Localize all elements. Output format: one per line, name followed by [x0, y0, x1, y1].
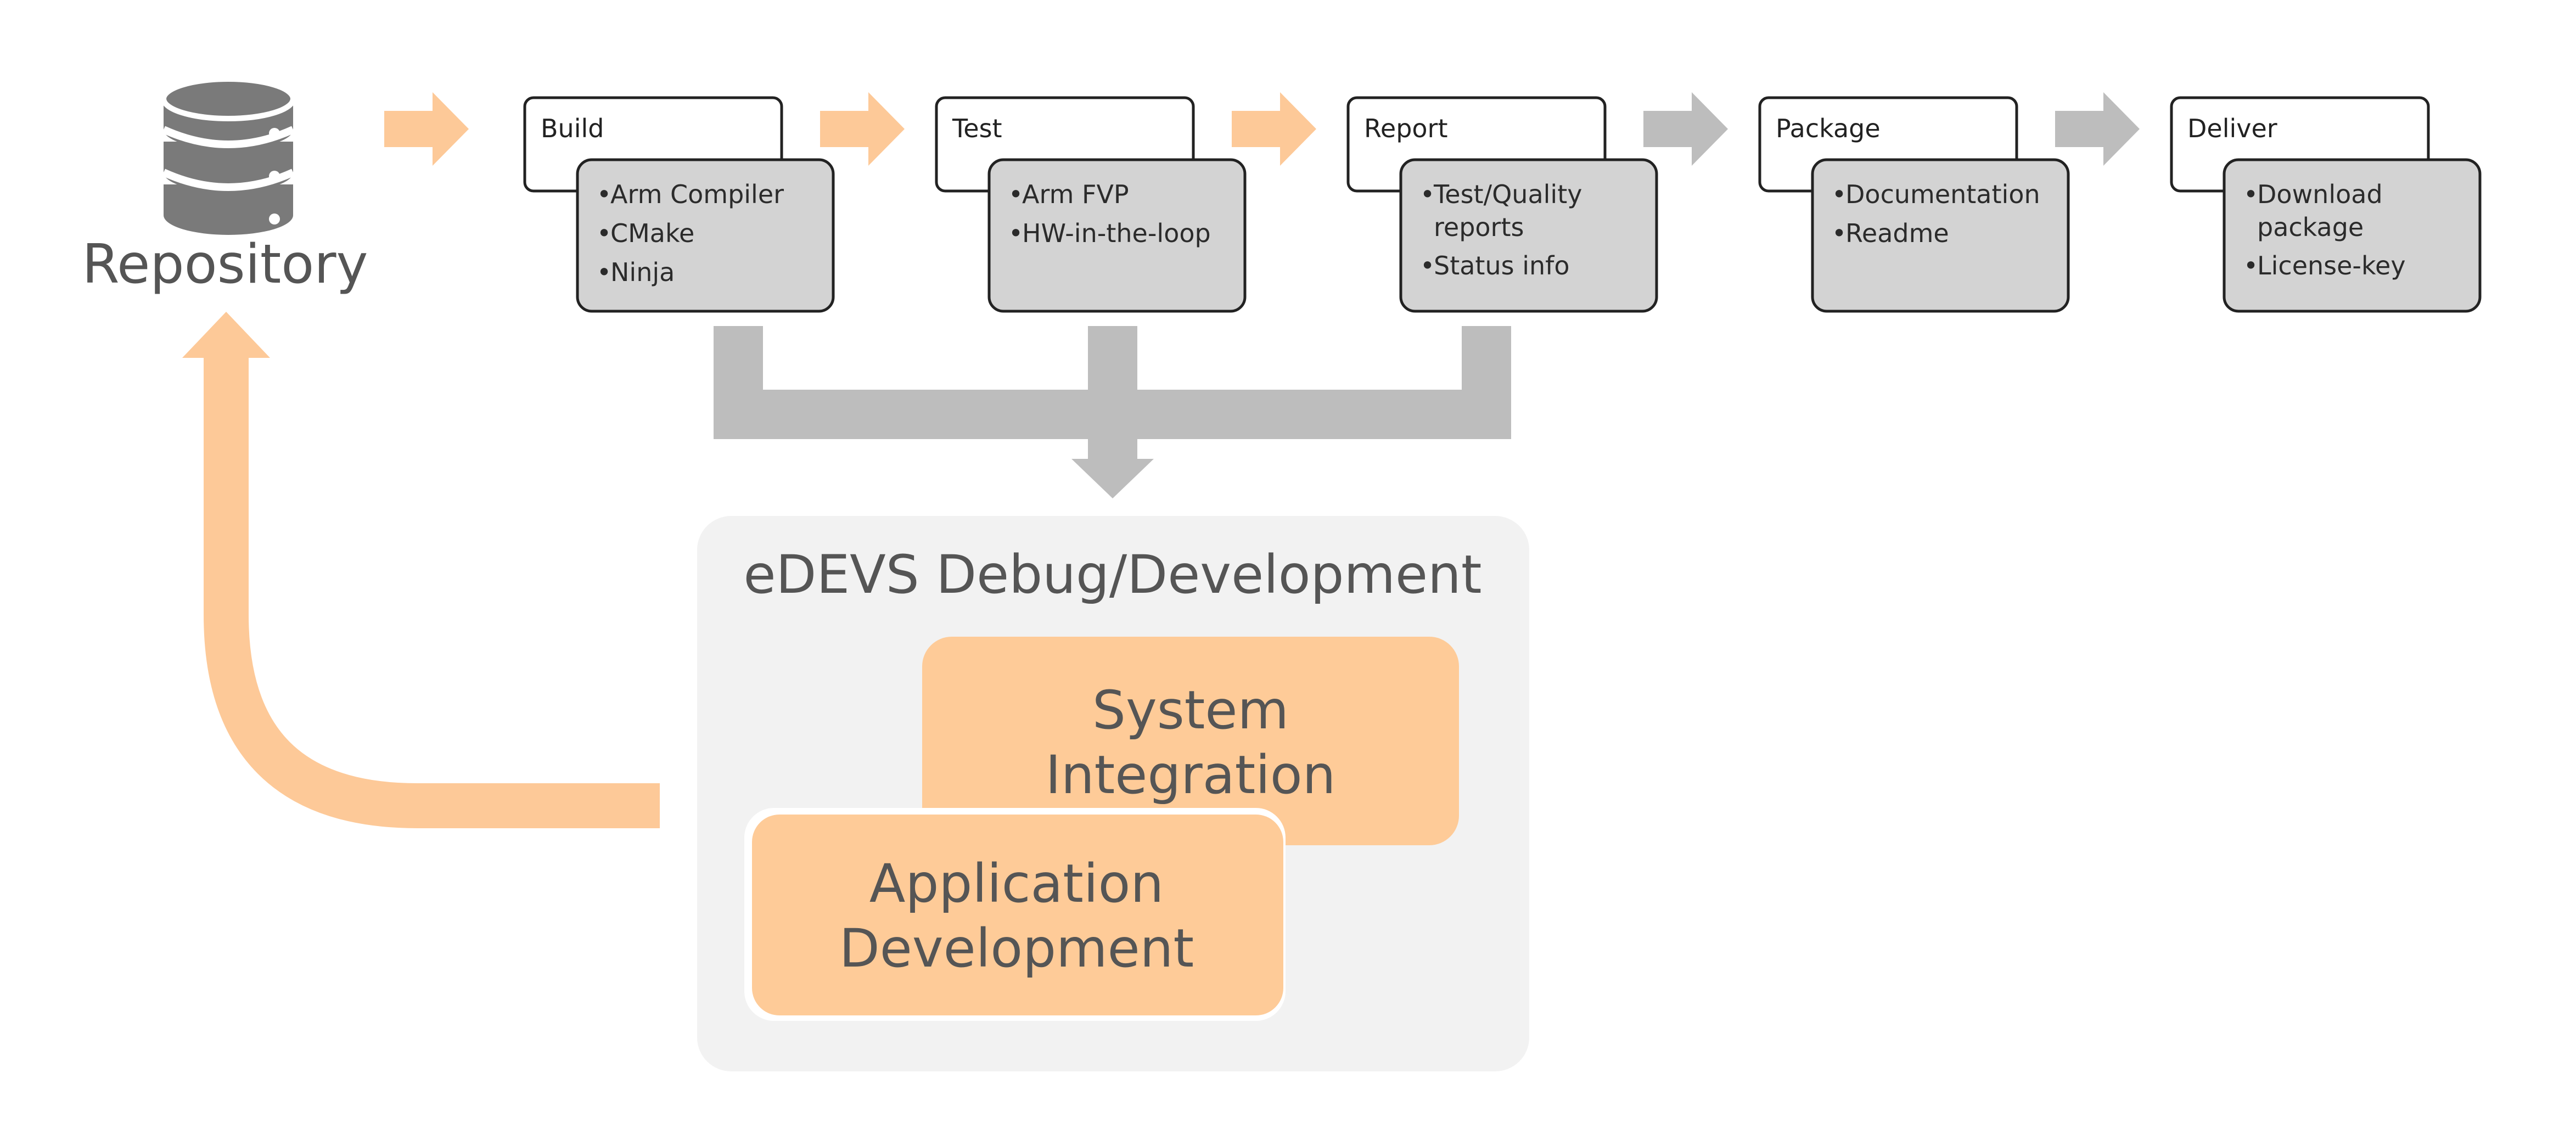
stage-deliver: Deliver • Download package • License-key [2170, 96, 2482, 313]
stage-title: Report [1364, 114, 1448, 143]
stage-title: Deliver [2187, 114, 2277, 143]
stage-item: Arm FVP [1022, 179, 1129, 209]
stage-item: Test/Quality [1433, 179, 1582, 209]
stage-item: Ninja [610, 257, 675, 287]
stage-item: Status info [1434, 251, 1569, 280]
repository-label: Repository [82, 233, 368, 296]
arrow-to-build [384, 92, 469, 166]
database-icon [161, 76, 296, 235]
stage-item: License-key [2257, 251, 2406, 280]
stage-build: Build • Arm Compiler • CMake • Ninja [523, 96, 835, 313]
stage-title: Build [541, 114, 604, 143]
arrow-test-to-report [1232, 92, 1316, 166]
stage-item: Readme [1845, 218, 1949, 248]
merge-arrow [714, 326, 1511, 498]
bullet-marker: • [1420, 179, 1435, 209]
stage-title: Package [1776, 114, 1881, 143]
stage-title: Test [952, 114, 1002, 143]
stage-package: Package • Documentation • Readme [1758, 96, 2070, 313]
bullet-marker: • [1008, 218, 1023, 248]
application-development-line: Application [869, 853, 1164, 914]
stage-item: reports [1434, 212, 1524, 242]
development-panel: eDEVS Debug/Development System Integrati… [697, 516, 1529, 1071]
pipeline-arrows [384, 92, 2140, 166]
bullet-marker: • [2243, 251, 2258, 280]
feedback-arrow [182, 312, 660, 828]
development-title: eDEVS Debug/Development [743, 544, 1481, 605]
bullet-marker: • [1832, 179, 1847, 209]
arrow-build-to-test [820, 92, 905, 166]
stage-item: CMake [610, 218, 694, 248]
bullet-marker: • [1832, 218, 1847, 248]
bullet-marker: • [597, 218, 611, 248]
arrow-report-to-package [1643, 92, 1728, 166]
system-integration-line: System [1092, 679, 1289, 741]
system-integration-line: Integration [1046, 744, 1336, 806]
stage-item: Download [2257, 179, 2383, 209]
arrow-package-to-deliver [2055, 92, 2140, 166]
bullet-marker: • [597, 257, 611, 287]
application-development-box: Application Development [744, 808, 1286, 1021]
stage-item: HW-in-the-loop [1022, 218, 1211, 248]
bullet-marker: • [1008, 179, 1023, 209]
stage-item: Arm Compiler [610, 179, 784, 209]
bullet-marker: • [1420, 251, 1435, 280]
bullet-marker: • [2243, 179, 2258, 209]
stage-item: Documentation [1845, 179, 2040, 209]
stage-test: Test • Arm FVP • HW-in-the-loop [935, 96, 1247, 313]
bullet-marker: • [597, 179, 611, 209]
stage-report: Report • Test/Quality reports • Status i… [1346, 96, 1658, 313]
stage-item: package [2257, 212, 2364, 242]
system-integration-box: System Integration [922, 637, 1459, 845]
application-development-line: Development [839, 918, 1194, 979]
